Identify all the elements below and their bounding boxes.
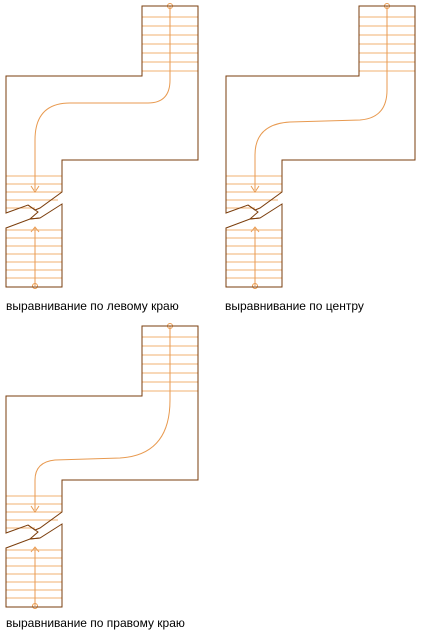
path-arrow-up	[250, 226, 260, 233]
lower-landing-treads	[6, 175, 62, 209]
walk-path-line	[34, 326, 171, 510]
lower-flight-treads	[226, 229, 282, 279]
lower-flight-treads	[6, 229, 62, 279]
path-end-marker	[32, 283, 38, 289]
break-line-symbol	[27, 204, 41, 220]
stair-outline-lower	[5, 523, 63, 608]
lower-landing-treads	[6, 495, 62, 529]
path-arrow-down	[30, 505, 40, 513]
stair-diagram-right-aligned	[0, 320, 210, 615]
path-end-marker	[32, 603, 38, 609]
caption-right-aligned: выравнивание по правому краю	[6, 616, 185, 630]
stair-outline-upper	[5, 325, 199, 534]
path-arrow-up	[30, 546, 40, 553]
caption-left-aligned: выравнивание по левому краю	[6, 299, 179, 313]
stair-diagram-left-aligned	[0, 0, 210, 295]
walk-path-line	[34, 6, 171, 190]
stair-outline-upper	[225, 5, 416, 214]
stair-outline-lower	[5, 203, 63, 288]
lower-landing-treads	[226, 175, 282, 209]
path-arrow-down	[250, 185, 260, 193]
walk-path-line	[254, 6, 388, 190]
lower-flight-treads	[6, 549, 62, 599]
stair-outline-upper	[5, 5, 199, 214]
stair-outline-lower	[225, 203, 283, 288]
path-end-marker	[252, 283, 258, 289]
stair-diagram-center-aligned	[220, 0, 422, 295]
caption-center-aligned: выравнивание по центру	[225, 299, 364, 313]
break-line-symbol	[27, 524, 41, 540]
path-arrow-down	[30, 185, 40, 193]
path-arrow-up	[30, 226, 40, 233]
break-line-symbol	[247, 204, 261, 220]
